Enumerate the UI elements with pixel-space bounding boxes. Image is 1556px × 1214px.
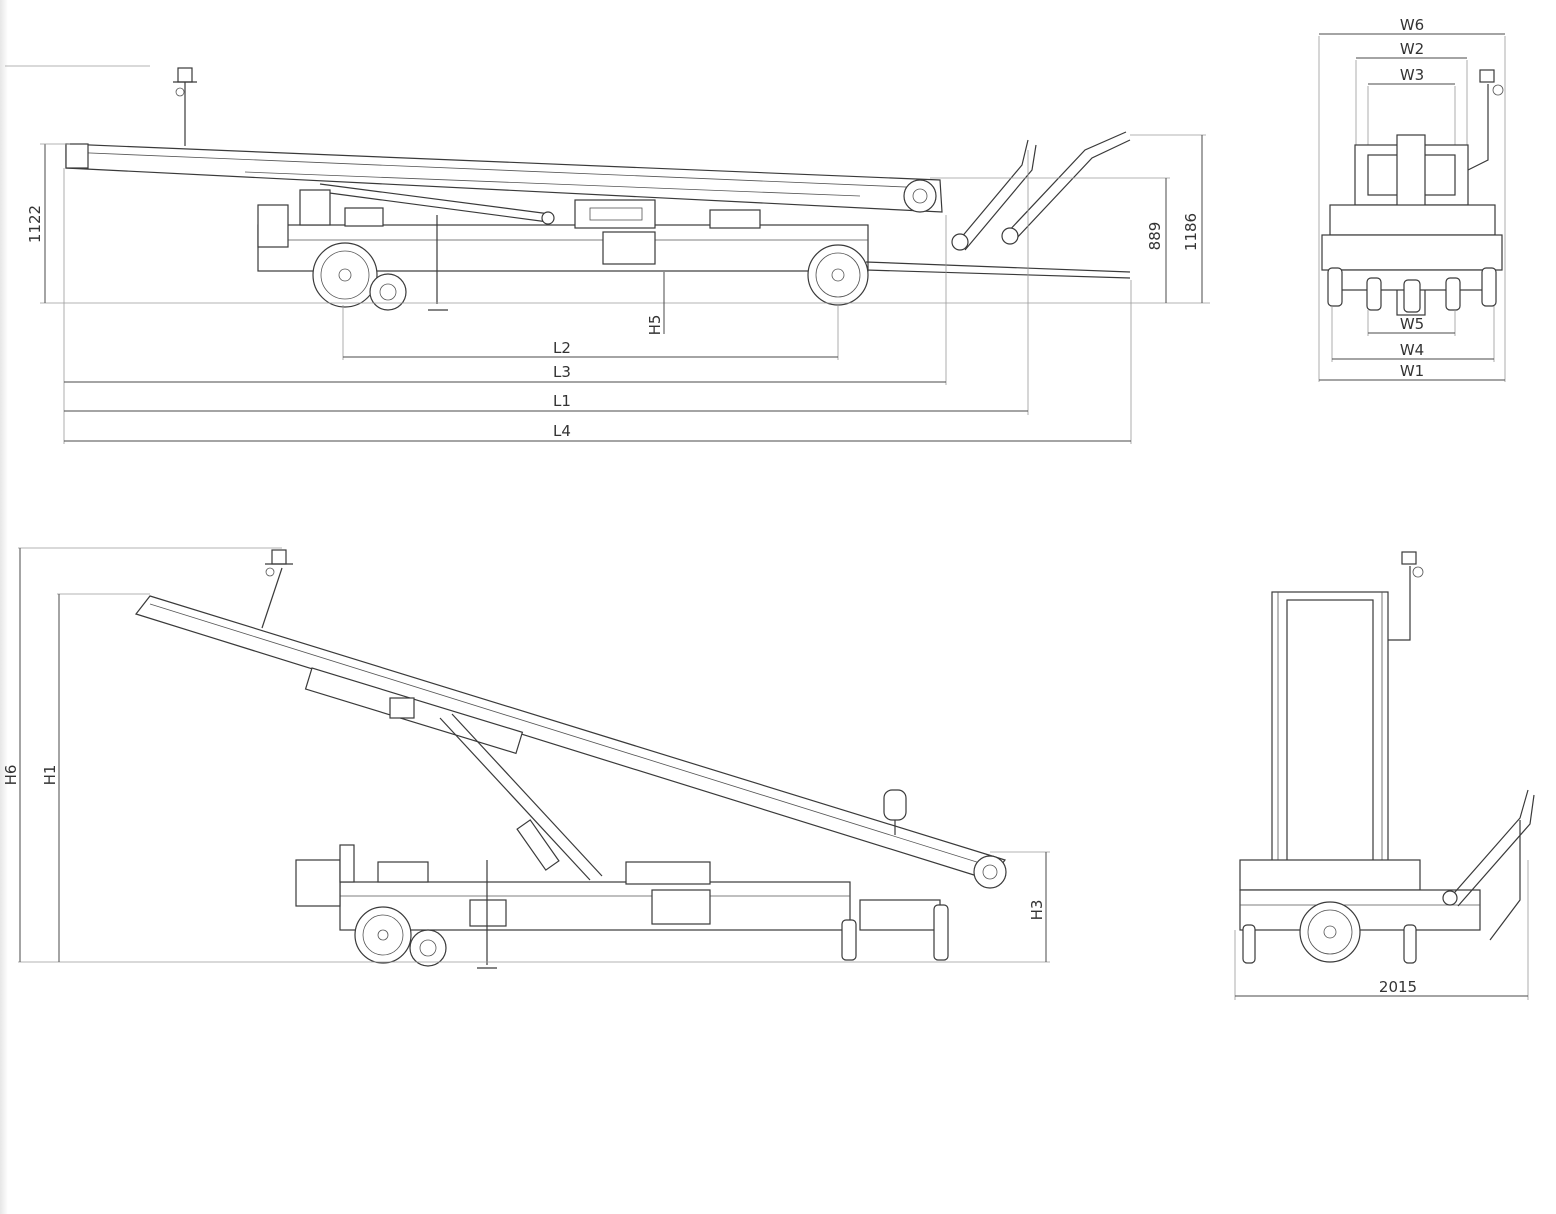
dimension-label-l4: L4 [553,422,571,440]
dimension-label-l3: L3 [553,363,571,381]
dimension-label-w5: W5 [1400,315,1424,333]
dimension-label-h1: H1 [41,765,59,786]
side-view-stowed: 1122 889 1186 H5 L2 L3 [5,65,1210,444]
rear-view-raised: 2015 [1234,551,1535,1000]
dimension-label-889: 889 [1146,222,1164,251]
side-view-raised: H6 H1 H3 [2,547,1050,969]
dimension-label-w3: W3 [1400,66,1424,84]
page-edge-shade [0,0,8,1214]
dimension-label-w6: W6 [1400,16,1424,34]
dimension-label-h5: H5 [646,315,664,336]
dimension-label-w1: W1 [1400,362,1424,380]
dimension-label-h6: H6 [2,765,20,786]
dimension-label-l2: L2 [553,339,571,357]
dimension-label-w4: W4 [1400,341,1424,359]
dimension-label-2015: 2015 [1379,978,1417,996]
dimension-label-w2: W2 [1400,40,1424,58]
dimension-label-1186: 1186 [1182,213,1200,251]
dimension-label-l1: L1 [553,392,571,410]
dimension-label-1122: 1122 [26,205,44,243]
dimension-label-h3: H3 [1028,900,1046,921]
front-view-stowed: W6 W2 W3 [1318,16,1506,382]
